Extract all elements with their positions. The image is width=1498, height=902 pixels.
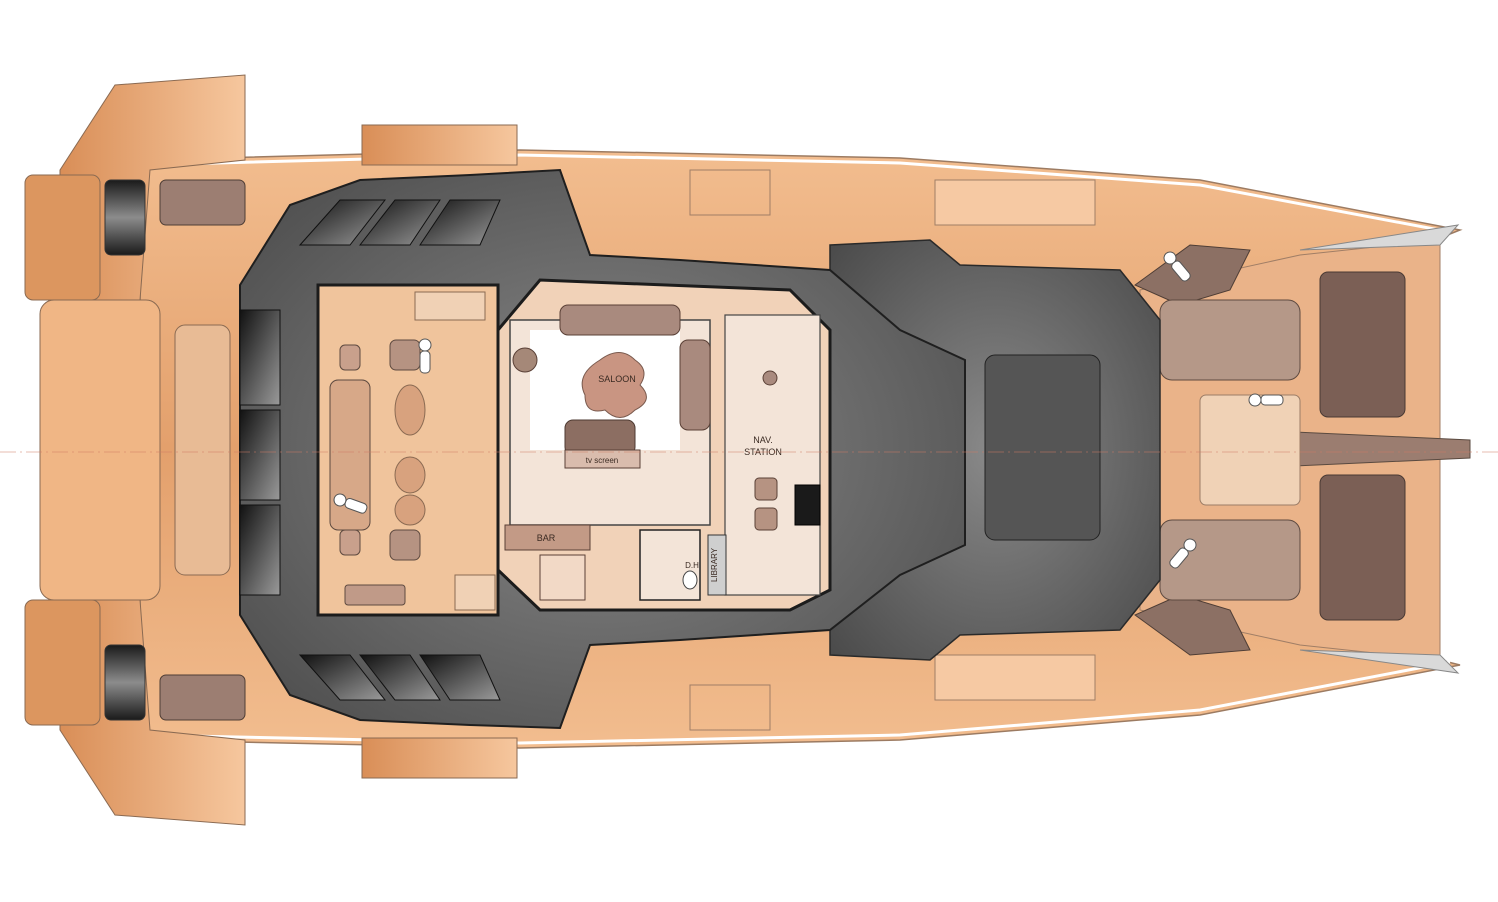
fwd-table — [1199, 394, 1301, 506]
person-icon-1 — [418, 338, 432, 374]
aft-table-3 — [394, 494, 426, 526]
aft-chair-2 — [389, 529, 421, 561]
person-icon-3 — [1163, 251, 1191, 282]
aft-table-1 — [394, 384, 426, 436]
library-label: LIBRARY — [710, 547, 719, 582]
vent-aft-1 — [239, 309, 281, 406]
bar-counter — [504, 524, 591, 551]
vent-bottom-1 — [298, 654, 387, 701]
saloon-armchair — [512, 347, 538, 373]
saloon-label: SALOON — [598, 374, 636, 384]
trampoline-net-bottom — [1319, 474, 1406, 621]
vent-aft-3 — [239, 504, 281, 596]
side-hatch-top-1 — [934, 179, 1096, 226]
side-flap-top — [361, 124, 518, 166]
aft-sofa — [174, 324, 231, 576]
toilet — [682, 570, 698, 590]
library-shelf — [707, 534, 727, 596]
staircase-bottom — [454, 574, 496, 611]
aft-lounger-top — [159, 179, 246, 226]
side-hatch-top-2 — [689, 169, 771, 216]
trampoline-net-top — [1319, 271, 1406, 418]
nav-seat-2 — [754, 507, 778, 531]
saloon-flower-table — [581, 352, 647, 418]
person-icon-5 — [1169, 538, 1197, 569]
bar-stair — [539, 554, 586, 601]
person-icon-4 — [1248, 393, 1284, 407]
aft-chair-4 — [339, 529, 361, 556]
vent-top-3 — [419, 199, 501, 246]
aft-step-top — [24, 174, 101, 301]
vent-top-2 — [358, 199, 441, 246]
vent-bottom-3 — [419, 654, 501, 701]
saloon-sofa-top — [559, 304, 681, 336]
staircase-top — [414, 291, 486, 321]
aft-table-2 — [394, 456, 426, 494]
nav-station-area — [724, 314, 821, 596]
bar-label: BAR — [537, 533, 556, 543]
vent-top-1 — [298, 199, 387, 246]
nav-station-label-line1: NAV. — [753, 435, 773, 445]
nav-console — [794, 484, 821, 526]
tv-screen-unit — [564, 449, 641, 469]
aft-cabinet — [344, 584, 406, 606]
day-head-label: D.H — [685, 561, 699, 570]
side-flap-bottom — [361, 737, 518, 779]
hardtop-hatch — [984, 354, 1101, 541]
nav-helm — [762, 370, 778, 386]
saloon-sofa-side — [679, 339, 711, 431]
aft-chair-1 — [389, 339, 421, 371]
bow-top — [1299, 224, 1460, 251]
tv-screen-label: tv screen — [586, 456, 618, 465]
engine-hatch-top — [104, 179, 146, 256]
side-hatch-bottom-1 — [934, 654, 1096, 701]
aft-chair-3 — [339, 344, 361, 371]
vent-aft-2 — [239, 409, 281, 501]
bow-bottom — [1299, 649, 1460, 674]
swim-platform — [39, 299, 161, 601]
aft-step-bottom — [24, 599, 101, 726]
side-hatch-bottom-2 — [689, 684, 771, 731]
person-icon-2 — [333, 493, 368, 514]
nav-seat-1 — [754, 477, 778, 501]
vent-bottom-2 — [358, 654, 441, 701]
fwd-sofa-top — [1159, 299, 1301, 381]
aft-lounger-bottom — [159, 674, 246, 721]
engine-hatch-bottom — [104, 644, 146, 721]
